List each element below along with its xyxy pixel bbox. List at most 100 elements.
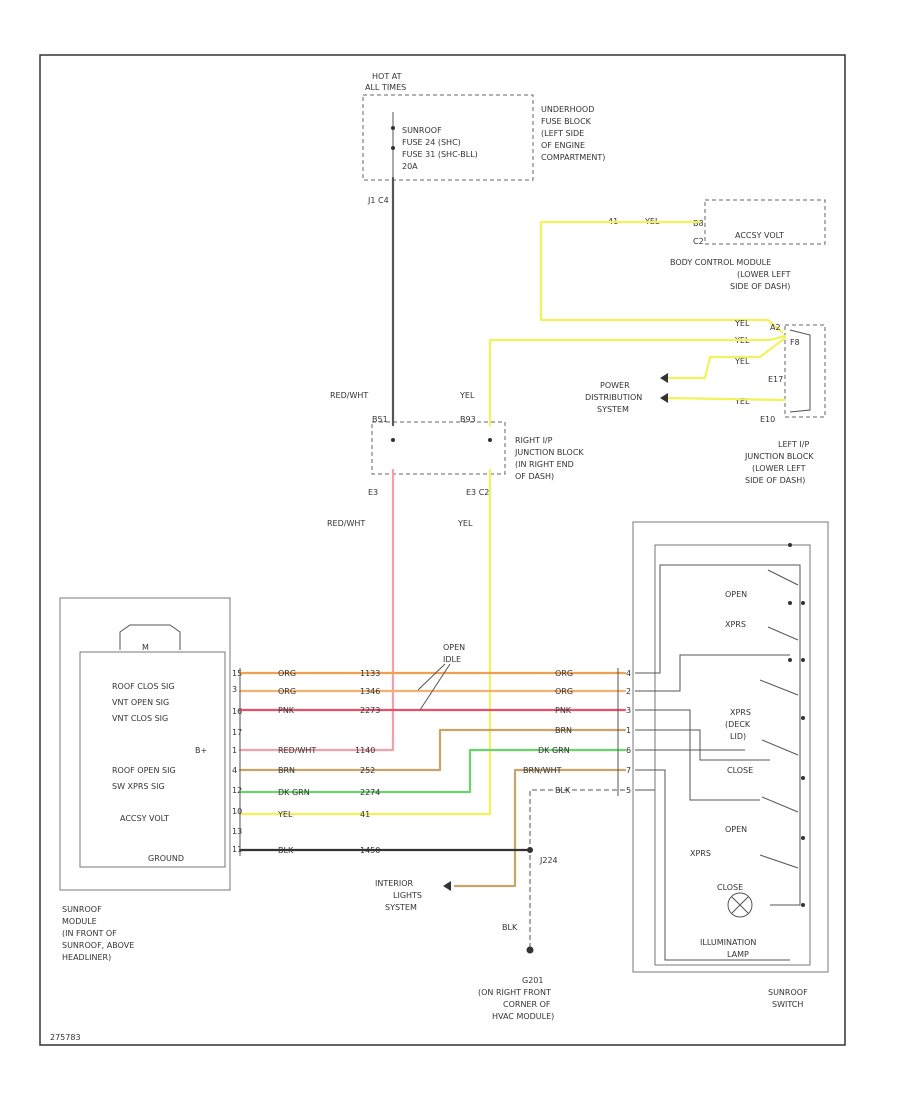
fuse-label-3: (LEFT SIDE [541,129,584,138]
harness-left-7: DK GRN [278,788,310,797]
harness-circuit-6: 252 [360,766,375,775]
switch-contacts [759,569,799,869]
wire-bcm-accsy [539,220,784,334]
left-ip-outline [784,324,826,418]
fuse-header-1: HOT AT [372,72,402,81]
sunroof-module: M ROOF CLOS SIG VNT OPEN SIG VNT CLOS SI… [59,597,231,962]
harness-open-note: OPEN [443,643,465,652]
bcm-outline [704,199,826,245]
switch-label-open-1: OPEN [725,590,747,599]
right-ip-label-2: JUNCTION BLOCK [514,448,584,457]
lamp-filament [731,896,749,914]
connector-ticks [239,668,619,856]
switch-label-xprs-close-3: LID) [730,732,746,741]
illumination-lamp-icon [727,892,753,918]
left-ip-label-3: (LOWER LEFT [752,464,806,473]
open-note-leaders [417,663,451,711]
harness-left-2: ORG [278,687,296,696]
module-pin-4: 17 [232,728,242,737]
fuse-line-1: SUNROOF [402,126,442,135]
fuse-label-1: UNDERHOOD [541,105,594,114]
harness-right-6: BRN [555,726,572,735]
right-ip-pin-bottom-1: E3 [368,488,378,497]
switch-dot-9 [801,903,805,907]
harness-left-3: PNK [278,706,295,715]
switch-dot-2 [788,601,792,605]
module-pin-label-7: SW XPRS SIG [112,782,165,791]
left-ip-pin-1: A2 [770,323,781,332]
bcm-label-2: (LOWER LEFT [737,270,791,279]
bcm-conn: C2 [693,237,704,246]
module-pin-label-1: ROOF CLOS SIG [112,682,175,691]
switch-dot-6 [801,716,805,720]
harness-left-8: YEL [277,810,293,819]
harness-right-2: ORG [555,687,573,696]
bcm-label-3: SIDE OF DASH) [730,282,790,291]
harness-circuit-3: 2273 [360,706,380,715]
switch-label-xprs-close-1: XPRS [730,708,751,717]
left-ip-wire-3: YEL [734,357,750,366]
switch-dot-8 [801,836,805,840]
harness-circuit-10: 1450 [360,846,380,855]
connector-lines [239,668,619,856]
wire-interior-lights [453,768,627,888]
wire-yel-feed [488,334,787,427]
switch-label-1: SUNROOF [768,988,808,997]
wire-yel-power-2 [663,396,787,402]
interior-label-3: SYSTEM [385,903,417,912]
fuse-dot-1 [391,126,395,130]
switch-lamp-2: LAMP [727,950,749,959]
module-label-4: SUNROOF, ABOVE [62,941,134,950]
module-label-3: (IN FRONT OF [62,929,117,938]
power-label-2: DISTRIBUTION [585,393,642,402]
wire-red-wht-bplus [238,468,395,752]
ground-point [526,946,534,954]
switch-label-xprs-2: XPRS [690,849,711,858]
right-ip-junction-block: RED/WHT YEL B51 B93 E3 E3 C2 RIGHT I/P J… [327,391,584,528]
module-label-2: MODULE [62,917,97,926]
right-ip-label-4: OF DASH) [515,472,554,481]
left-ip-pin-2: F8 [790,338,800,347]
right-ip-outline [371,421,506,475]
switch-pin-2: 2 [626,687,631,696]
bcm-pin: B8 [693,219,704,228]
switch-lamp-1: ILLUMINATION [700,938,756,947]
module-motor-m: M [142,643,149,652]
harness-left-5: RED/WHT [278,746,316,755]
module-pin-10: 11 [232,845,242,854]
switch-label-close-2: CLOSE [717,883,743,892]
module-pin-label-5: B+ [195,746,207,755]
harness-right-3: PNK [555,706,572,715]
fuse-line-3: FUSE 31 (SHC-BLL) [402,150,478,159]
switch-pin-5: 1 [626,726,631,735]
diagram-frame [39,54,846,1046]
right-ip-pin-top-2: B93 [460,415,476,424]
left-ip-wire-1: YEL [734,319,750,328]
switch-dot-1 [788,543,792,547]
module-pin-8: 10 [232,807,242,816]
fuse-dot-2 [391,146,395,150]
harness-circuit-2: 1346 [360,687,380,696]
right-ip-pin-bottom-2: E3 C2 [466,488,489,497]
fuse-label-4: OF ENGINE [541,141,585,150]
right-ip-wire-top-left: RED/WHT [330,391,368,400]
ground-label-4: HVAC MODULE) [492,1012,554,1021]
fuse-label-2: FUSE BLOCK [541,117,592,126]
fuse-header-2: ALL TIMES [365,83,406,92]
right-ip-dot-2 [488,438,492,442]
wire-sw-xprs [238,748,627,794]
switch-dot-5 [801,658,805,662]
switch-pin-8: 5 [626,786,631,795]
module-motor-symbol [119,624,181,650]
switch-outer [632,521,829,973]
switch-label-close: CLOSE [727,766,753,775]
left-ip-label-1: LEFT I/P [778,440,809,449]
ground-splice-dot [527,847,533,853]
fuse-line-2: FUSE 24 (SHC) [402,138,461,147]
module-label-1: SUNROOF [62,905,102,914]
right-ip-label-1: RIGHT I/P [515,436,553,445]
module-label-5: HEADLINER) [62,953,111,962]
left-ip-junction-block: A2 F8 E17 E10 YEL YEL YEL YEL LEFT I/P J… [734,319,826,485]
ground-label-3: CORNER OF [503,1000,551,1009]
module-pin-label-2: VNT OPEN SIG [112,698,169,707]
